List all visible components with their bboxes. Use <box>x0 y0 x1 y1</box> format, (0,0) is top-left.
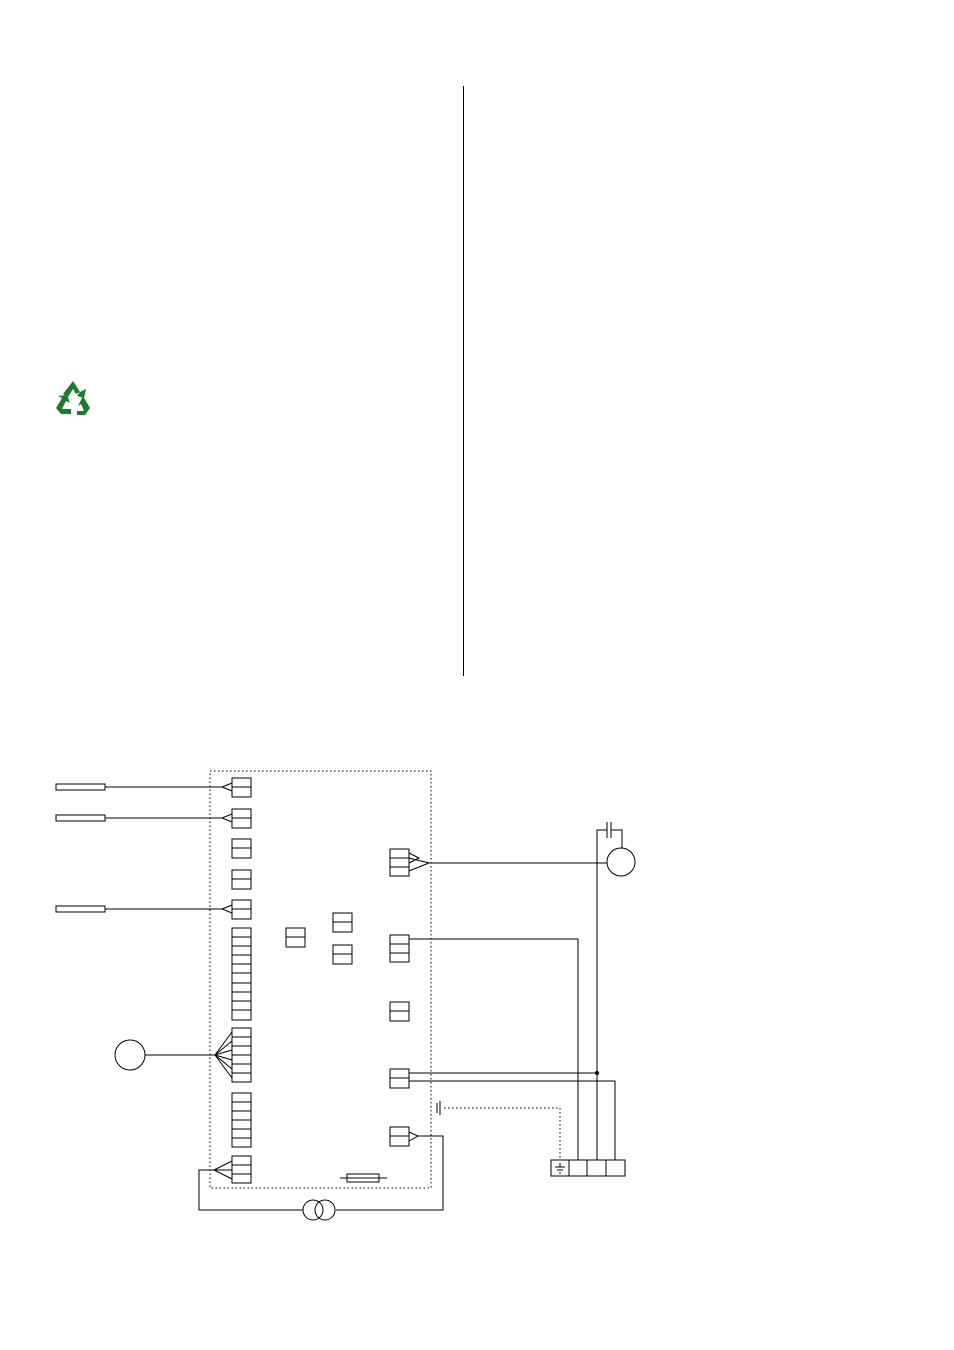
terminal-strip-long <box>231 927 252 1021</box>
jumper-block-3 <box>332 944 353 965</box>
room-sensor <box>114 1039 146 1071</box>
jumper-block-2 <box>332 912 353 933</box>
mains-terminal-strip <box>550 1159 626 1177</box>
supply-block <box>389 1068 410 1089</box>
earth-ground-icon <box>555 1163 565 1174</box>
terminal-strip-probe <box>231 1027 252 1083</box>
sensor-probe-2 <box>55 813 233 823</box>
terminal-block-e <box>231 899 252 920</box>
terminal-block-a <box>231 777 252 798</box>
output-block-spare <box>389 1001 410 1022</box>
jumper-block-1 <box>285 927 306 948</box>
column-divider <box>463 86 464 676</box>
terminal-block-power-in <box>231 1155 252 1184</box>
terminal-block-b <box>231 808 252 829</box>
sensor-probe-1 <box>55 782 233 792</box>
recycle-icon <box>56 381 90 415</box>
controller-board-outline <box>209 770 432 1189</box>
transformer-icon <box>302 1199 336 1221</box>
fan-motor <box>606 847 636 877</box>
junction-dot <box>595 1071 599 1075</box>
terminal-strip-lower <box>231 1092 252 1148</box>
transformer-block <box>389 1126 410 1147</box>
terminal-block-c <box>231 838 252 859</box>
sensor-probe-3 <box>55 904 233 914</box>
protective-earth-icon <box>436 1101 441 1115</box>
fuse-icon <box>340 1173 387 1183</box>
terminal-block-d <box>231 869 252 890</box>
capacitor-icon <box>596 822 623 863</box>
output-block-fan <box>389 848 410 877</box>
output-block-relay <box>389 934 410 963</box>
